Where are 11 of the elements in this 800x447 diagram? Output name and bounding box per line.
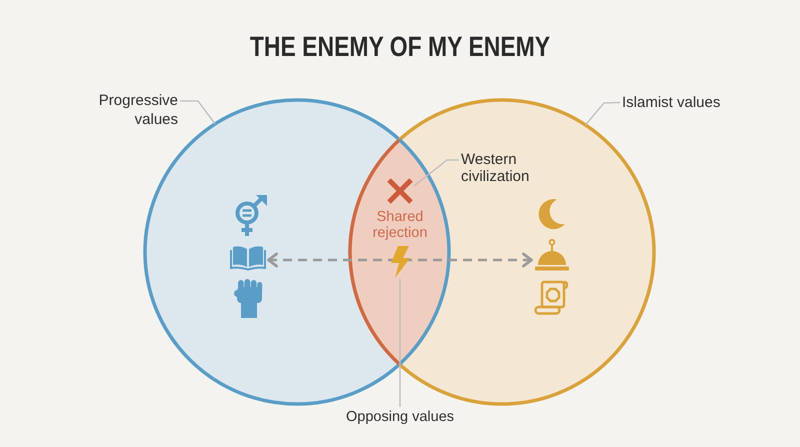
circle-label: Islamist values: [622, 93, 720, 112]
leader-line: [414, 159, 459, 186]
leader-line: [584, 102, 620, 126]
diagram-title: THE ENEMY OF MY ENEMY: [250, 31, 550, 63]
overlap-label: Shared rejection: [372, 209, 428, 241]
callout-label: Opposing values: [346, 408, 454, 427]
callout-label: Western civilization: [461, 151, 541, 185]
leader-line: [180, 100, 216, 124]
circle-label: Progressive values: [86, 91, 178, 129]
leader-line: [399, 279, 401, 407]
double-arrow: [267, 252, 533, 268]
